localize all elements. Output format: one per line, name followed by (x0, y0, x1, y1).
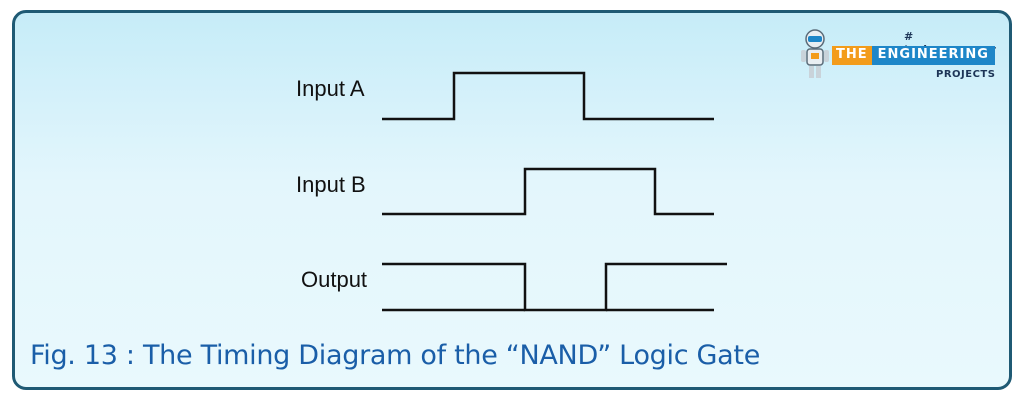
input-b-waveform (382, 167, 714, 216)
logo: # technopreneur THE ENGINEERING PROJECTS (798, 26, 1003, 86)
logo-banner: THE ENGINEERING (832, 46, 995, 65)
robot-icon (801, 29, 829, 78)
logo-the: THE (832, 46, 872, 65)
figure-caption: Fig. 13 : The Timing Diagram of the “NAN… (30, 340, 761, 371)
input-a-label: Input A (296, 76, 365, 101)
output-waveform (382, 262, 727, 312)
output-label: Output (301, 267, 368, 292)
logo-projects: PROJECTS (936, 69, 996, 80)
input-b-label: Input B (296, 172, 366, 197)
logo-engineering: ENGINEERING (871, 46, 995, 65)
input-a-waveform (382, 71, 714, 121)
